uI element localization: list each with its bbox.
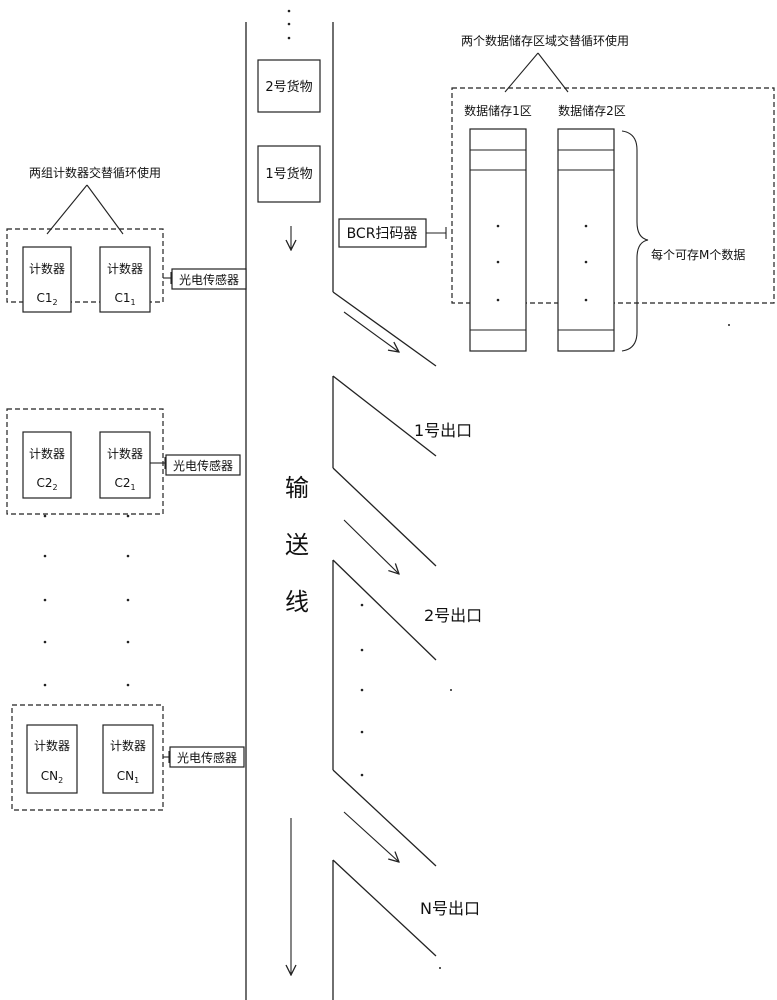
counter-id: C11	[114, 291, 135, 307]
goods-1-label: 1号货物	[265, 166, 312, 182]
exit-chute-1: 1号出口	[332, 291, 472, 457]
exit-1-arrow	[343, 311, 399, 352]
exit-1-label: 1号出口	[414, 421, 472, 440]
counter-cn-2: 计数器 CN2	[26, 724, 78, 794]
counter-c1-1: 计数器 C11	[99, 246, 151, 313]
counter-id: CN1	[117, 769, 139, 785]
counter-group-n: 计数器 CN2 计数器 CN1 光电传感器	[11, 704, 245, 811]
counter-caption: 两组计数器交替循环使用	[29, 165, 161, 180]
counter-id: C22	[36, 476, 57, 492]
bcr-scanner: BCR扫码器	[338, 218, 447, 248]
sensor-label: 光电传感器	[177, 750, 237, 765]
conveyor-line: 2号货物 1号货物 输 送 线	[245, 9, 334, 1000]
exits-ellipsis	[360, 603, 452, 969]
counter-id: CN2	[41, 769, 63, 785]
counter-label: 计数器	[29, 446, 65, 461]
counter-label: 计数器	[34, 738, 70, 753]
counter-group-2: 计数器 C22 计数器 C21 光电传感器	[6, 408, 241, 515]
counter-label: 计数器	[110, 738, 146, 753]
exit-chute-2: 2号出口	[332, 467, 482, 661]
exit-n-arrow	[343, 811, 399, 862]
exit-n-label: N号出口	[420, 899, 480, 918]
counter-c2-1: 计数器 C21	[99, 431, 151, 499]
storage-area: 两个数据储存区域交替循环使用 数据储存1区 数据储存2区 每个可存M个数据	[451, 33, 775, 352]
storage-zone-2	[557, 128, 615, 352]
incoming-goods-ellipsis	[287, 9, 291, 40]
counter-group-dashed-boundary	[6, 408, 164, 515]
conveyor-label-char-1: 输	[285, 474, 309, 502]
bcr-scanner-label: BCR扫码器	[347, 226, 418, 242]
exit-chute-n: N号出口	[332, 769, 480, 957]
counter-label: 计数器	[107, 261, 143, 276]
counter-id: C21	[114, 476, 135, 492]
counter-c2-2: 计数器 C22	[22, 431, 72, 499]
counter-cn-1: 计数器 CN1	[102, 724, 154, 794]
storage-zone-1	[469, 128, 527, 352]
counter-label: 计数器	[107, 446, 143, 461]
storage-capacity-note: 每个可存M个数据	[651, 247, 745, 262]
photoelectric-sensor	[165, 454, 241, 476]
exit-2-label: 2号出口	[424, 606, 482, 625]
sensor-label: 光电传感器	[173, 458, 233, 473]
counter-group-1: 计数器 C12 计数器 C11 光电传感器	[6, 228, 247, 313]
counter-groups-ellipsis	[43, 514, 130, 687]
counter-label: 计数器	[29, 261, 65, 276]
storage-zone-2-label: 数据储存2区	[558, 103, 626, 118]
goods-item-1: 1号货物	[257, 145, 321, 203]
conveyor-label-char-2: 送	[285, 531, 309, 559]
counter-group-dashed-boundary	[6, 228, 164, 303]
storage-caption: 两个数据储存区域交替循环使用	[461, 33, 629, 48]
capacity-brace	[621, 130, 649, 352]
sensor-label: 光电传感器	[179, 272, 239, 287]
counter-c1-2: 计数器 C12	[22, 246, 72, 313]
storage-zone-1-label: 数据储存1区	[464, 103, 532, 118]
exit-2-arrow	[343, 519, 399, 574]
goods-item-2: 2号货物	[257, 59, 321, 113]
counter-id: C12	[36, 291, 57, 307]
photoelectric-sensor	[171, 268, 247, 290]
conveyor-label-char-3: 线	[285, 588, 309, 616]
goods-2-label: 2号货物	[265, 79, 312, 95]
photoelectric-sensor	[169, 746, 245, 768]
